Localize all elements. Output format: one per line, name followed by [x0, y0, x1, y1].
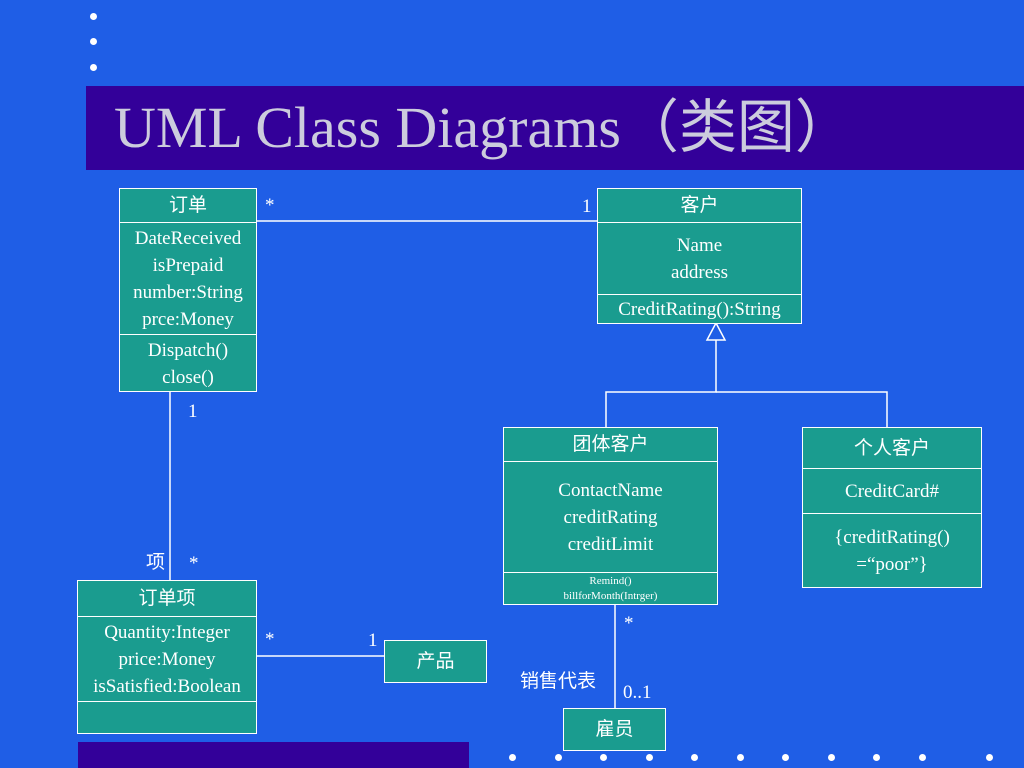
attribute: number:String	[133, 282, 243, 303]
attribute: creditRating	[563, 507, 658, 528]
attribute-list: DateReceived isPrepaid number:String prc…	[120, 222, 256, 335]
multiplicity-label: 1	[188, 401, 198, 422]
attribute: CreditCard#	[845, 481, 939, 502]
bullet-dot	[737, 754, 744, 761]
attribute: Name	[676, 235, 723, 256]
generalization-line	[716, 391, 888, 427]
multiplicity-label: *	[265, 629, 275, 650]
multiplicity-label: *	[265, 195, 275, 216]
role-label: 销售代表	[520, 671, 597, 692]
multiplicity-label: 1	[368, 630, 378, 651]
class-name: 订单项	[138, 588, 196, 609]
bullet-dot	[873, 754, 880, 761]
constraint-line: =“poor”}	[856, 554, 928, 575]
bullet-dot	[828, 754, 835, 761]
class-name: 团体客户	[572, 434, 649, 455]
attribute: isPrepaid	[152, 255, 224, 276]
bullet-dot	[90, 13, 97, 20]
bottom-band	[78, 742, 469, 768]
class-personal-customer[interactable]: 个人客户 CreditCard# {creditRating() =“poor”…	[802, 427, 982, 588]
attribute-list: Name address	[598, 222, 801, 295]
class-name: 订单	[168, 195, 207, 216]
operation: Remind()	[589, 575, 632, 587]
bullet-dot	[555, 754, 562, 761]
attribute: DateReceived	[134, 228, 242, 249]
role-label: 项	[146, 552, 166, 573]
class-name: 客户	[680, 195, 719, 216]
operation-list	[78, 701, 256, 734]
attribute-list: Quantity:Integer price:Money isSatisfied…	[78, 616, 256, 702]
class-corporate-customer[interactable]: 团体客户 ContactName creditRating creditLimi…	[503, 427, 718, 605]
attribute: ContactName	[558, 480, 663, 501]
constraint-line: {creditRating()	[834, 527, 950, 548]
class-product[interactable]: 产品	[384, 640, 487, 683]
operation: close()	[162, 366, 214, 388]
attribute-list: CreditCard#	[803, 468, 981, 514]
operation: CreditRating():String	[618, 299, 781, 320]
attribute: address	[671, 262, 728, 283]
inheritance-arrow	[705, 321, 727, 341]
class-name: 产品	[416, 651, 455, 672]
class-name: 雇员	[595, 719, 634, 740]
title-band	[86, 86, 1024, 170]
operation: Dispatch()	[147, 339, 229, 361]
bullet-dot	[90, 38, 97, 45]
bullet-dot	[691, 754, 698, 761]
bullet-dot	[986, 754, 993, 761]
multiplicity-label: 1	[582, 196, 592, 217]
multiplicity-label: 0..1	[623, 682, 652, 703]
constraint-note: {creditRating() =“poor”}	[803, 513, 981, 588]
attribute-list: ContactName creditRating creditLimit	[504, 461, 717, 573]
bullet-dot	[600, 754, 607, 761]
class-name: 个人客户	[853, 437, 930, 459]
class-order-line[interactable]: 订单项 Quantity:Integer price:Money isSatis…	[77, 580, 257, 734]
bullet-dot	[782, 754, 789, 761]
class-order[interactable]: 订单 DateReceived isPrepaid number:String …	[119, 188, 257, 392]
class-customer[interactable]: 客户 Name address CreditRating():String	[597, 188, 802, 324]
attribute: creditLimit	[567, 534, 654, 555]
operation-list: Dispatch() close()	[120, 334, 256, 392]
multiplicity-label: *	[624, 613, 634, 634]
multiplicity-label: *	[189, 553, 199, 574]
attribute: isSatisfied:Boolean	[93, 676, 241, 697]
bullet-dot	[509, 754, 516, 761]
bullet-dot	[646, 754, 653, 761]
attribute: prce:Money	[142, 309, 234, 330]
slide-title: UML Class Diagrams（类图）	[114, 95, 853, 160]
operation: billforMonth(Intrger)	[563, 590, 658, 602]
operation-list: CreditRating():String	[598, 294, 801, 324]
bullet-dot	[919, 754, 926, 761]
class-employee[interactable]: 雇员	[563, 708, 666, 751]
attribute: Quantity:Integer	[104, 622, 230, 643]
bullet-dot	[90, 64, 97, 71]
generalization-line	[605, 340, 717, 427]
operation-list: Remind() billforMonth(Intrger)	[504, 572, 717, 605]
attribute: price:Money	[118, 649, 216, 670]
